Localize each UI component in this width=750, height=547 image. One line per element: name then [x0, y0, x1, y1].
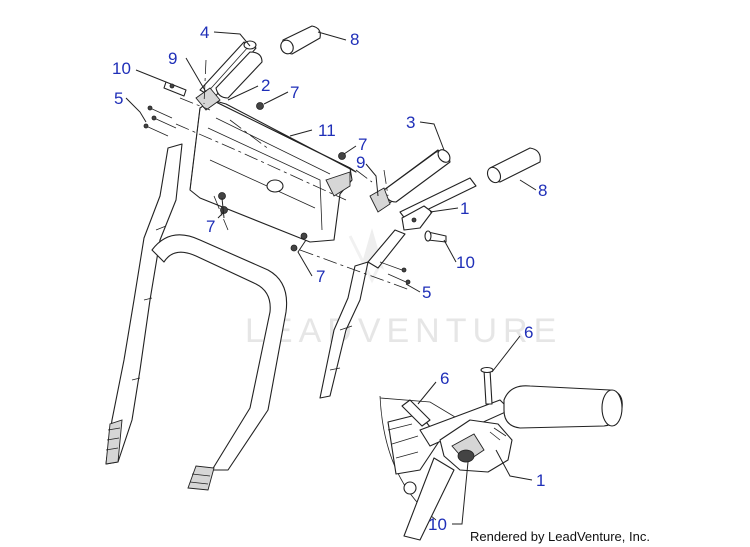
callout-11: 11	[318, 121, 336, 140]
callout-6-top: 6	[524, 323, 533, 342]
footer-credit: Rendered by LeadVenture, Inc.	[470, 529, 650, 544]
bolts-left	[143, 105, 177, 137]
callout-9-left: 9	[168, 49, 177, 68]
grip-right	[486, 147, 541, 184]
callout-3: 3	[406, 113, 415, 132]
callout-1-main: 1	[460, 199, 469, 218]
pin-right	[424, 230, 447, 243]
callout-6-detail: 6	[440, 369, 449, 388]
lower-handle-left	[105, 143, 183, 465]
lower-handle-frame	[151, 234, 288, 491]
detail-view	[379, 366, 623, 541]
callout-10-detail: 10	[428, 515, 447, 534]
callout-7-bottom: 7	[316, 267, 325, 286]
leader-lines	[125, 31, 537, 525]
callout-10-right: 10	[456, 253, 475, 272]
assembly-lines	[175, 59, 411, 291]
callout-2: 2	[261, 76, 270, 95]
control-panel	[189, 99, 357, 243]
callout-7-top: 7	[290, 83, 299, 102]
lower-handle-right	[319, 229, 406, 399]
pin-left	[163, 81, 187, 97]
callout-10-left: 10	[112, 59, 131, 78]
bracket-right	[401, 205, 433, 231]
callouts: 4 8 10 9 2 7 5 11 3 7 9 8 1 7 10 7 5 6 6…	[112, 23, 547, 534]
handle-upper-right	[369, 149, 477, 221]
callout-7-left-lower: 7	[206, 217, 215, 236]
bolts-right	[379, 261, 411, 285]
callout-5-right: 5	[422, 283, 431, 302]
grip-left	[280, 25, 321, 55]
callout-5-left: 5	[114, 89, 123, 108]
callout-8-left: 8	[350, 30, 359, 49]
watermark-text: LEADVENTURE	[245, 312, 562, 350]
callout-8-right: 8	[538, 181, 547, 200]
callout-4: 4	[200, 23, 209, 42]
watermark: LEADVENTURE	[245, 228, 562, 350]
callout-7-right: 7	[358, 135, 367, 154]
callout-1-detail: 1	[536, 471, 545, 490]
callout-9-right: 9	[356, 153, 365, 172]
handle-upper-left	[195, 40, 263, 111]
